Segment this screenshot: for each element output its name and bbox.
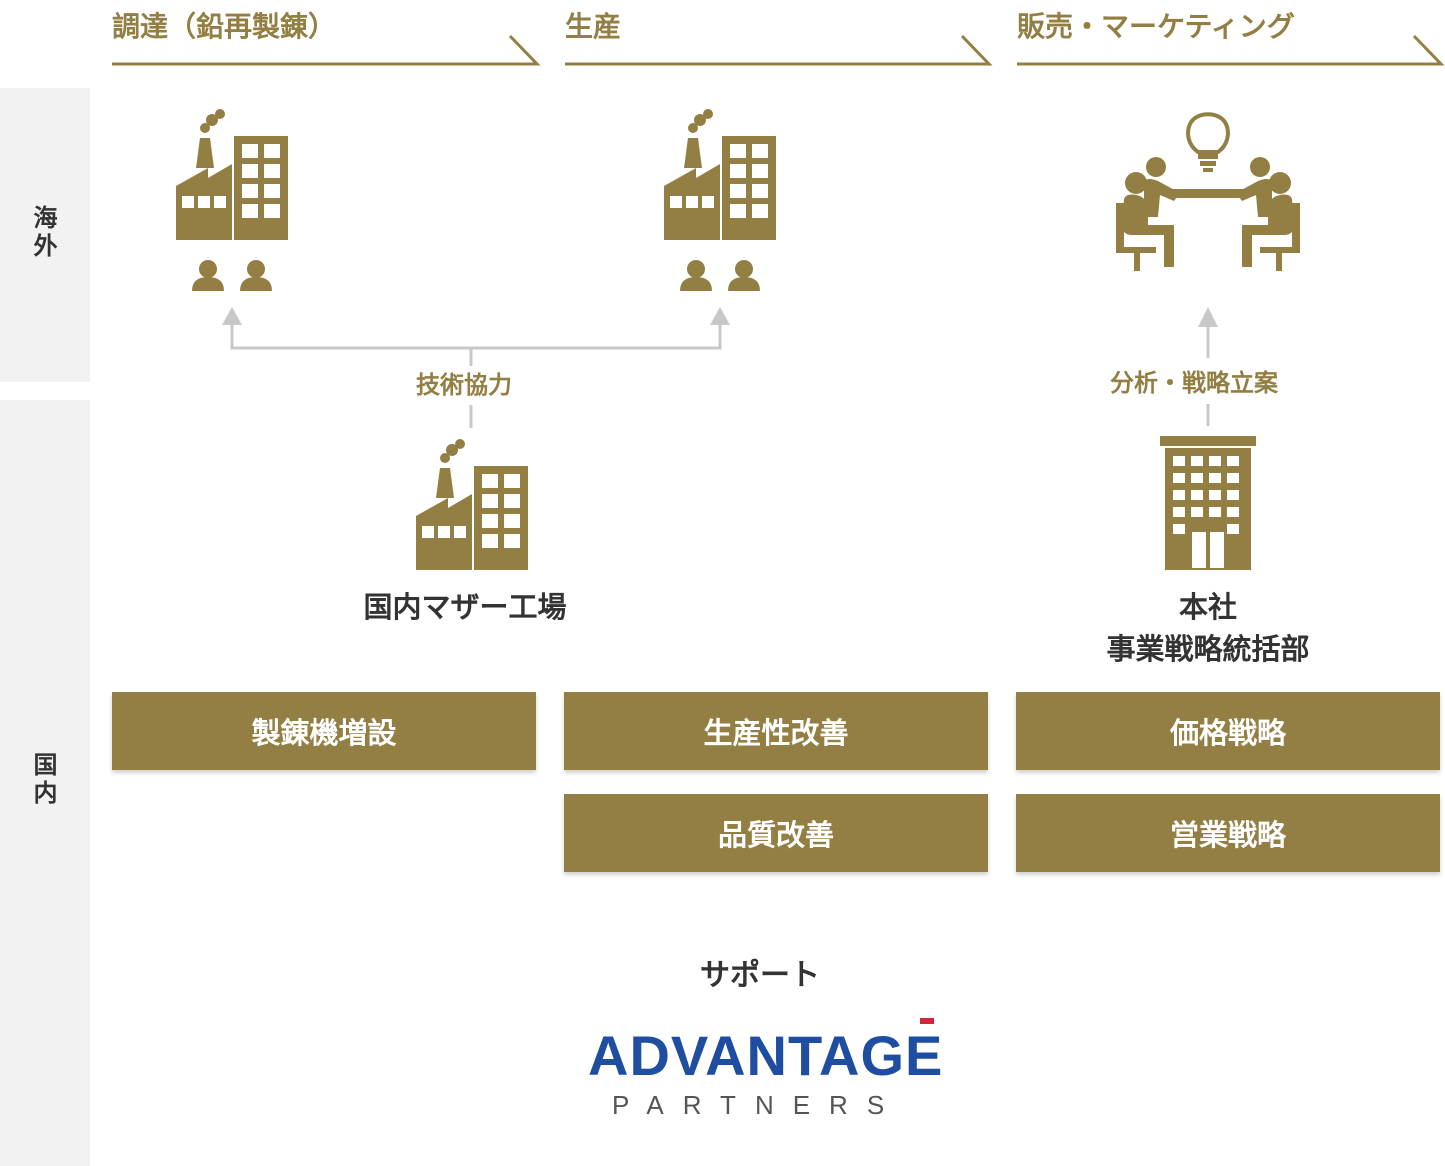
connector-lines bbox=[222, 307, 1218, 428]
quality-improvement-box: 品質改善 bbox=[564, 794, 988, 872]
smelting-expansion-box: 製錬機増設 bbox=[112, 692, 536, 770]
domestic-label: 国内 bbox=[29, 752, 57, 808]
support-label: サポート bbox=[700, 958, 820, 993]
headquarters-label: 本社 bbox=[1178, 590, 1237, 624]
sales-strategy-box: 営業戦略 bbox=[1016, 794, 1440, 872]
column-header-procurement: 調達（鉛再製錬） bbox=[112, 10, 337, 43]
mother-factory-label: 国内マザー工場 bbox=[363, 590, 567, 624]
factory-with-workers-icon bbox=[176, 108, 290, 294]
pricing-strategy-box: 価格戦略 bbox=[1016, 692, 1440, 770]
column-header-production: 生産 bbox=[565, 10, 622, 43]
domestic-band bbox=[0, 400, 90, 1166]
factory-icon bbox=[416, 438, 530, 572]
factory-with-workers-icon bbox=[664, 108, 778, 294]
header-arrow-lines bbox=[112, 34, 1445, 66]
column-header-sales: 販売・マーケティング bbox=[1017, 10, 1295, 43]
office-building-icon bbox=[1160, 436, 1256, 572]
analysis-strategy-label: 分析・戦略立案 bbox=[1104, 371, 1284, 395]
meeting-idea-icon bbox=[1114, 107, 1302, 277]
overseas-label: 海外 bbox=[29, 205, 57, 261]
overseas-band bbox=[0, 88, 90, 382]
strategy-division-label: 事業戦略統括部 bbox=[1106, 632, 1310, 666]
productivity-improvement-box: 生産性改善 bbox=[564, 692, 988, 770]
technical-cooperation-label: 技術協力 bbox=[410, 373, 518, 397]
